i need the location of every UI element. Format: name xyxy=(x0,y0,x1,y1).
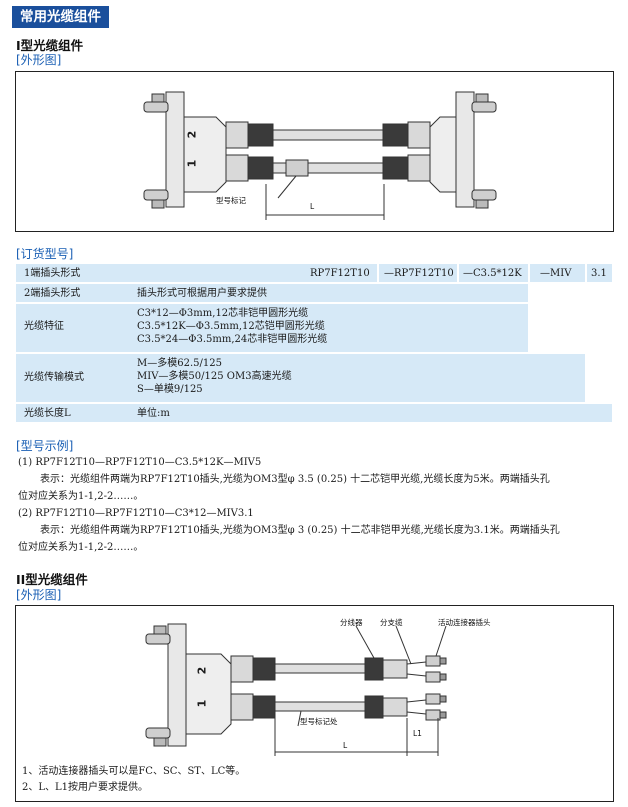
type1-mark-label: 型号标记 xyxy=(216,196,246,205)
type1-port1-label: 1 xyxy=(185,159,199,168)
type1-length-label: L xyxy=(310,202,315,211)
order-title: [订货型号] xyxy=(16,247,74,261)
order-row-1-label: 1端插头形式 xyxy=(24,268,81,279)
examples-title: [型号示例] xyxy=(16,439,74,453)
type1-cable-drawing xyxy=(143,91,497,220)
section1-subtitle: [外形图] xyxy=(16,53,62,67)
order-row-band-4 xyxy=(16,354,585,402)
type1-drawing-frame xyxy=(15,71,614,232)
order-code-part-1: RP7F12T10 xyxy=(310,268,370,279)
type2-note-1: 1、活动连接器插头可以是FC、SC、ST、LC等。 xyxy=(22,766,246,777)
example-2-code: (2) RP7F12T10—RP7F12T10—C3*12—MIV3.1 xyxy=(18,508,254,519)
page-banner: 常用光缆组件 xyxy=(12,6,109,28)
type2-note-2: 2、L、L1按用户要求提供。 xyxy=(22,782,149,793)
type2-connector-label: 活动连接器插头 xyxy=(438,618,491,627)
type2-port1-label: 1 xyxy=(195,699,209,708)
order-row-3-desc: C3*12—Φ3mm,12芯非铠甲圆形光缆 C3.5*12K—Φ3.5mm,12… xyxy=(137,308,328,345)
order-row-5-label: 光缆长度L xyxy=(24,408,71,419)
type2-drawing-frame xyxy=(15,605,614,802)
type2-cable-drawing xyxy=(145,623,447,756)
order-row-band-5 xyxy=(16,404,612,422)
order-row-band-3 xyxy=(16,304,528,352)
example-1-desc: 表示：光缆组件两端为RP7F12T10插头,光缆为OM3型φ 3.5 (0.25… xyxy=(40,474,550,485)
order-row-4-label: 光缆传输模式 xyxy=(24,372,84,383)
order-code-part-4: —MIV xyxy=(540,268,572,279)
type2-length-label: L xyxy=(343,741,348,750)
order-code-part-5: 3.1 xyxy=(591,268,607,279)
example-2-desc-cont: 位对应关系为1-1,2-2……。 xyxy=(18,542,144,553)
type2-mark-label: 型号标记处 xyxy=(300,717,338,726)
order-row-band-1 xyxy=(16,264,612,282)
type2-length1-label: L1 xyxy=(413,729,422,738)
section2-subtitle: [外形图] xyxy=(16,588,62,602)
order-row-3-label: 光缆特征 xyxy=(24,321,64,332)
order-row-4-desc: M—多模62.5/125 MIV—多模50/125 OM3高速光缆 S—单模9/… xyxy=(137,358,292,395)
type2-port2-label: 2 xyxy=(195,666,209,675)
example-2-desc: 表示：光缆组件两端为RP7F12T10插头,光缆为OM3型φ 3 (0.25) … xyxy=(40,525,560,536)
section2-title: II型光缆组件 xyxy=(16,572,88,587)
type2-branch-label: 分支缆 xyxy=(380,618,403,627)
order-row-band-2 xyxy=(16,284,528,302)
order-row-2-desc: 插头形式可根据用户要求提供 xyxy=(137,288,267,299)
order-code-part-3: —C3.5*12K xyxy=(463,268,522,279)
order-row-2-label: 2端插头形式 xyxy=(24,288,81,299)
type1-port2-label: 2 xyxy=(185,130,199,139)
section1-title: I型光缆组件 xyxy=(16,38,84,53)
type2-splitter-label: 分线器 xyxy=(340,618,363,627)
order-code-part-2: —RP7F12T10 xyxy=(384,268,454,279)
order-row-5-desc: 单位:m xyxy=(137,408,170,419)
example-1-code: (1) RP7F12T10—RP7F12T10—C3.5*12K—MIV5 xyxy=(18,457,262,468)
example-1-desc-cont: 位对应关系为1-1,2-2……。 xyxy=(18,491,144,502)
